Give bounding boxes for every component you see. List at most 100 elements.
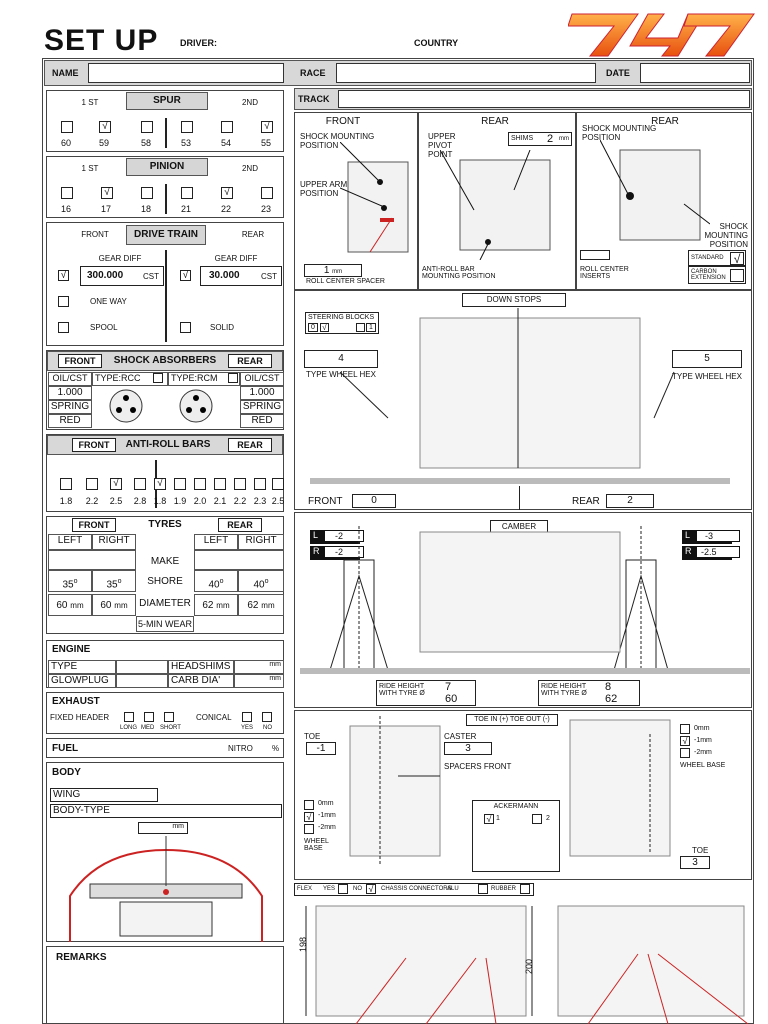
rear-spring-value[interactable]: RED [240,414,284,428]
carbon-check[interactable] [730,269,744,282]
yes-label: YES [241,725,254,731]
front-downstop-field[interactable]: 0 [352,494,396,508]
ackermann-1-check[interactable]: √ [484,814,494,824]
rear-arb-check-2.2[interactable] [234,478,246,490]
rear-arb-check-1.8[interactable]: √ [154,478,166,490]
fr-diameter[interactable]: 60 mm [92,594,136,616]
long-check[interactable] [124,712,134,722]
one-way-check[interactable] [58,296,69,307]
solid-check[interactable] [180,322,191,333]
rl-shore[interactable]: 40o [194,570,238,592]
glowplug-field[interactable] [116,674,168,688]
front-make-field[interactable] [48,550,136,570]
front-arb-check-2.8[interactable] [134,478,146,490]
rear-wb-1-check[interactable]: √ [680,736,690,746]
front-gear-diff-check[interactable]: √ [58,270,69,281]
rear-hex-field[interactable]: 5 [672,350,742,368]
front-spring-value[interactable]: RED [48,414,92,428]
spur-check-53[interactable] [181,121,193,133]
spur-check-59[interactable]: √ [99,121,111,133]
rcc-check[interactable] [153,373,163,383]
front-arb-check-2.2[interactable] [86,478,98,490]
headshims-field[interactable]: mm [234,660,284,674]
rl-camber[interactable]: L-3 [682,530,740,544]
rear-wb-2-label: -2mm [694,749,712,756]
fr-camber[interactable]: R-2 [310,546,364,560]
front-wb-1-check[interactable]: √ [304,812,314,822]
sb1-check[interactable] [356,323,365,332]
fr-shore[interactable]: 35o [92,570,136,592]
rubber-check[interactable] [520,884,530,894]
pinion-check-22[interactable]: √ [221,187,233,199]
wing-field[interactable]: WING [50,788,158,802]
conical-yes-check[interactable] [242,712,252,722]
sb0-check[interactable]: √ [320,323,329,332]
spur-check-55[interactable]: √ [261,121,273,133]
caster-field[interactable]: 3 [444,742,492,755]
spur-check-60[interactable] [61,121,73,133]
rear-oil-value[interactable]: 1.000 [240,386,284,400]
fl-camber[interactable]: L-2 [310,530,364,544]
rcm-check[interactable] [228,373,238,383]
rear-arb-check-1.9[interactable] [174,478,186,490]
roll-center-spacer-field[interactable]: 1 mm [304,264,362,277]
fl-shore[interactable]: 35o [48,570,92,592]
engine-type-field[interactable] [116,660,168,674]
flex-no-check[interactable]: √ [366,884,376,894]
rear-downstop-field[interactable]: 2 [606,494,654,508]
front-arb-check-2.5[interactable]: √ [110,478,122,490]
pinion-check-16[interactable] [61,187,73,199]
rr-camber[interactable]: R-2.5 [682,546,740,560]
rear-arb-check-2.1[interactable] [214,478,226,490]
carb-field[interactable]: mm [234,674,284,688]
rear-arb-check-2.5[interactable] [272,478,284,490]
drivetrain-title: DRIVE TRAIN [126,225,206,245]
brand-logo [567,10,756,60]
rear-panel-title: REAR [481,116,509,127]
rear-gear-diff-check[interactable]: √ [180,270,191,281]
front-wb-2-check[interactable] [304,824,314,834]
med-check[interactable] [144,712,154,722]
front-oil-value[interactable]: 1.000 [48,386,92,400]
rear-toe-field[interactable]: 3 [680,856,710,869]
name-field[interactable] [88,63,284,83]
rear-arb-check-2.3[interactable] [254,478,266,490]
pinion-check-23[interactable] [261,187,273,199]
front-hex-field[interactable]: 4 [304,350,378,368]
rear-wb-0-check[interactable] [680,724,690,734]
conical-no-check[interactable] [262,712,272,722]
spool-check[interactable] [58,322,69,333]
race-field[interactable] [336,63,596,83]
date-field[interactable] [640,63,750,83]
alu-check[interactable] [478,884,488,894]
short-check[interactable] [164,712,174,722]
rear-make-field[interactable] [194,550,284,570]
pinion-check-21[interactable] [181,187,193,199]
pinion-check-18[interactable] [141,187,153,199]
spur-check-58[interactable] [141,121,153,133]
rear-arb-check-2.0[interactable] [194,478,206,490]
body-type-field[interactable]: BODY-TYPE [50,804,282,818]
ackermann-2-check[interactable] [532,814,542,824]
front-wb-0-check[interactable] [304,800,314,810]
rr-diameter[interactable]: 62 mm [238,594,284,616]
rear-wb-2-check[interactable] [680,748,690,758]
rl-diameter[interactable]: 62 mm [194,594,238,616]
pinion-check-17[interactable]: √ [101,187,113,199]
track-field[interactable] [338,90,750,108]
flex-yes-check[interactable] [338,884,348,894]
remarks-title: REMARKS [56,952,107,963]
spur-check-54[interactable] [221,121,233,133]
wing-height-field[interactable]: mm [138,822,188,834]
front-arb-check-1.8[interactable] [60,478,72,490]
front-toe-field[interactable]: -1 [306,742,336,755]
standard-check[interactable]: √ [730,252,744,265]
fl-diameter[interactable]: 60 mm [48,594,92,616]
rr-shore[interactable]: 40o [238,570,284,592]
tyres-rear-left-label: LEFT [194,534,238,550]
